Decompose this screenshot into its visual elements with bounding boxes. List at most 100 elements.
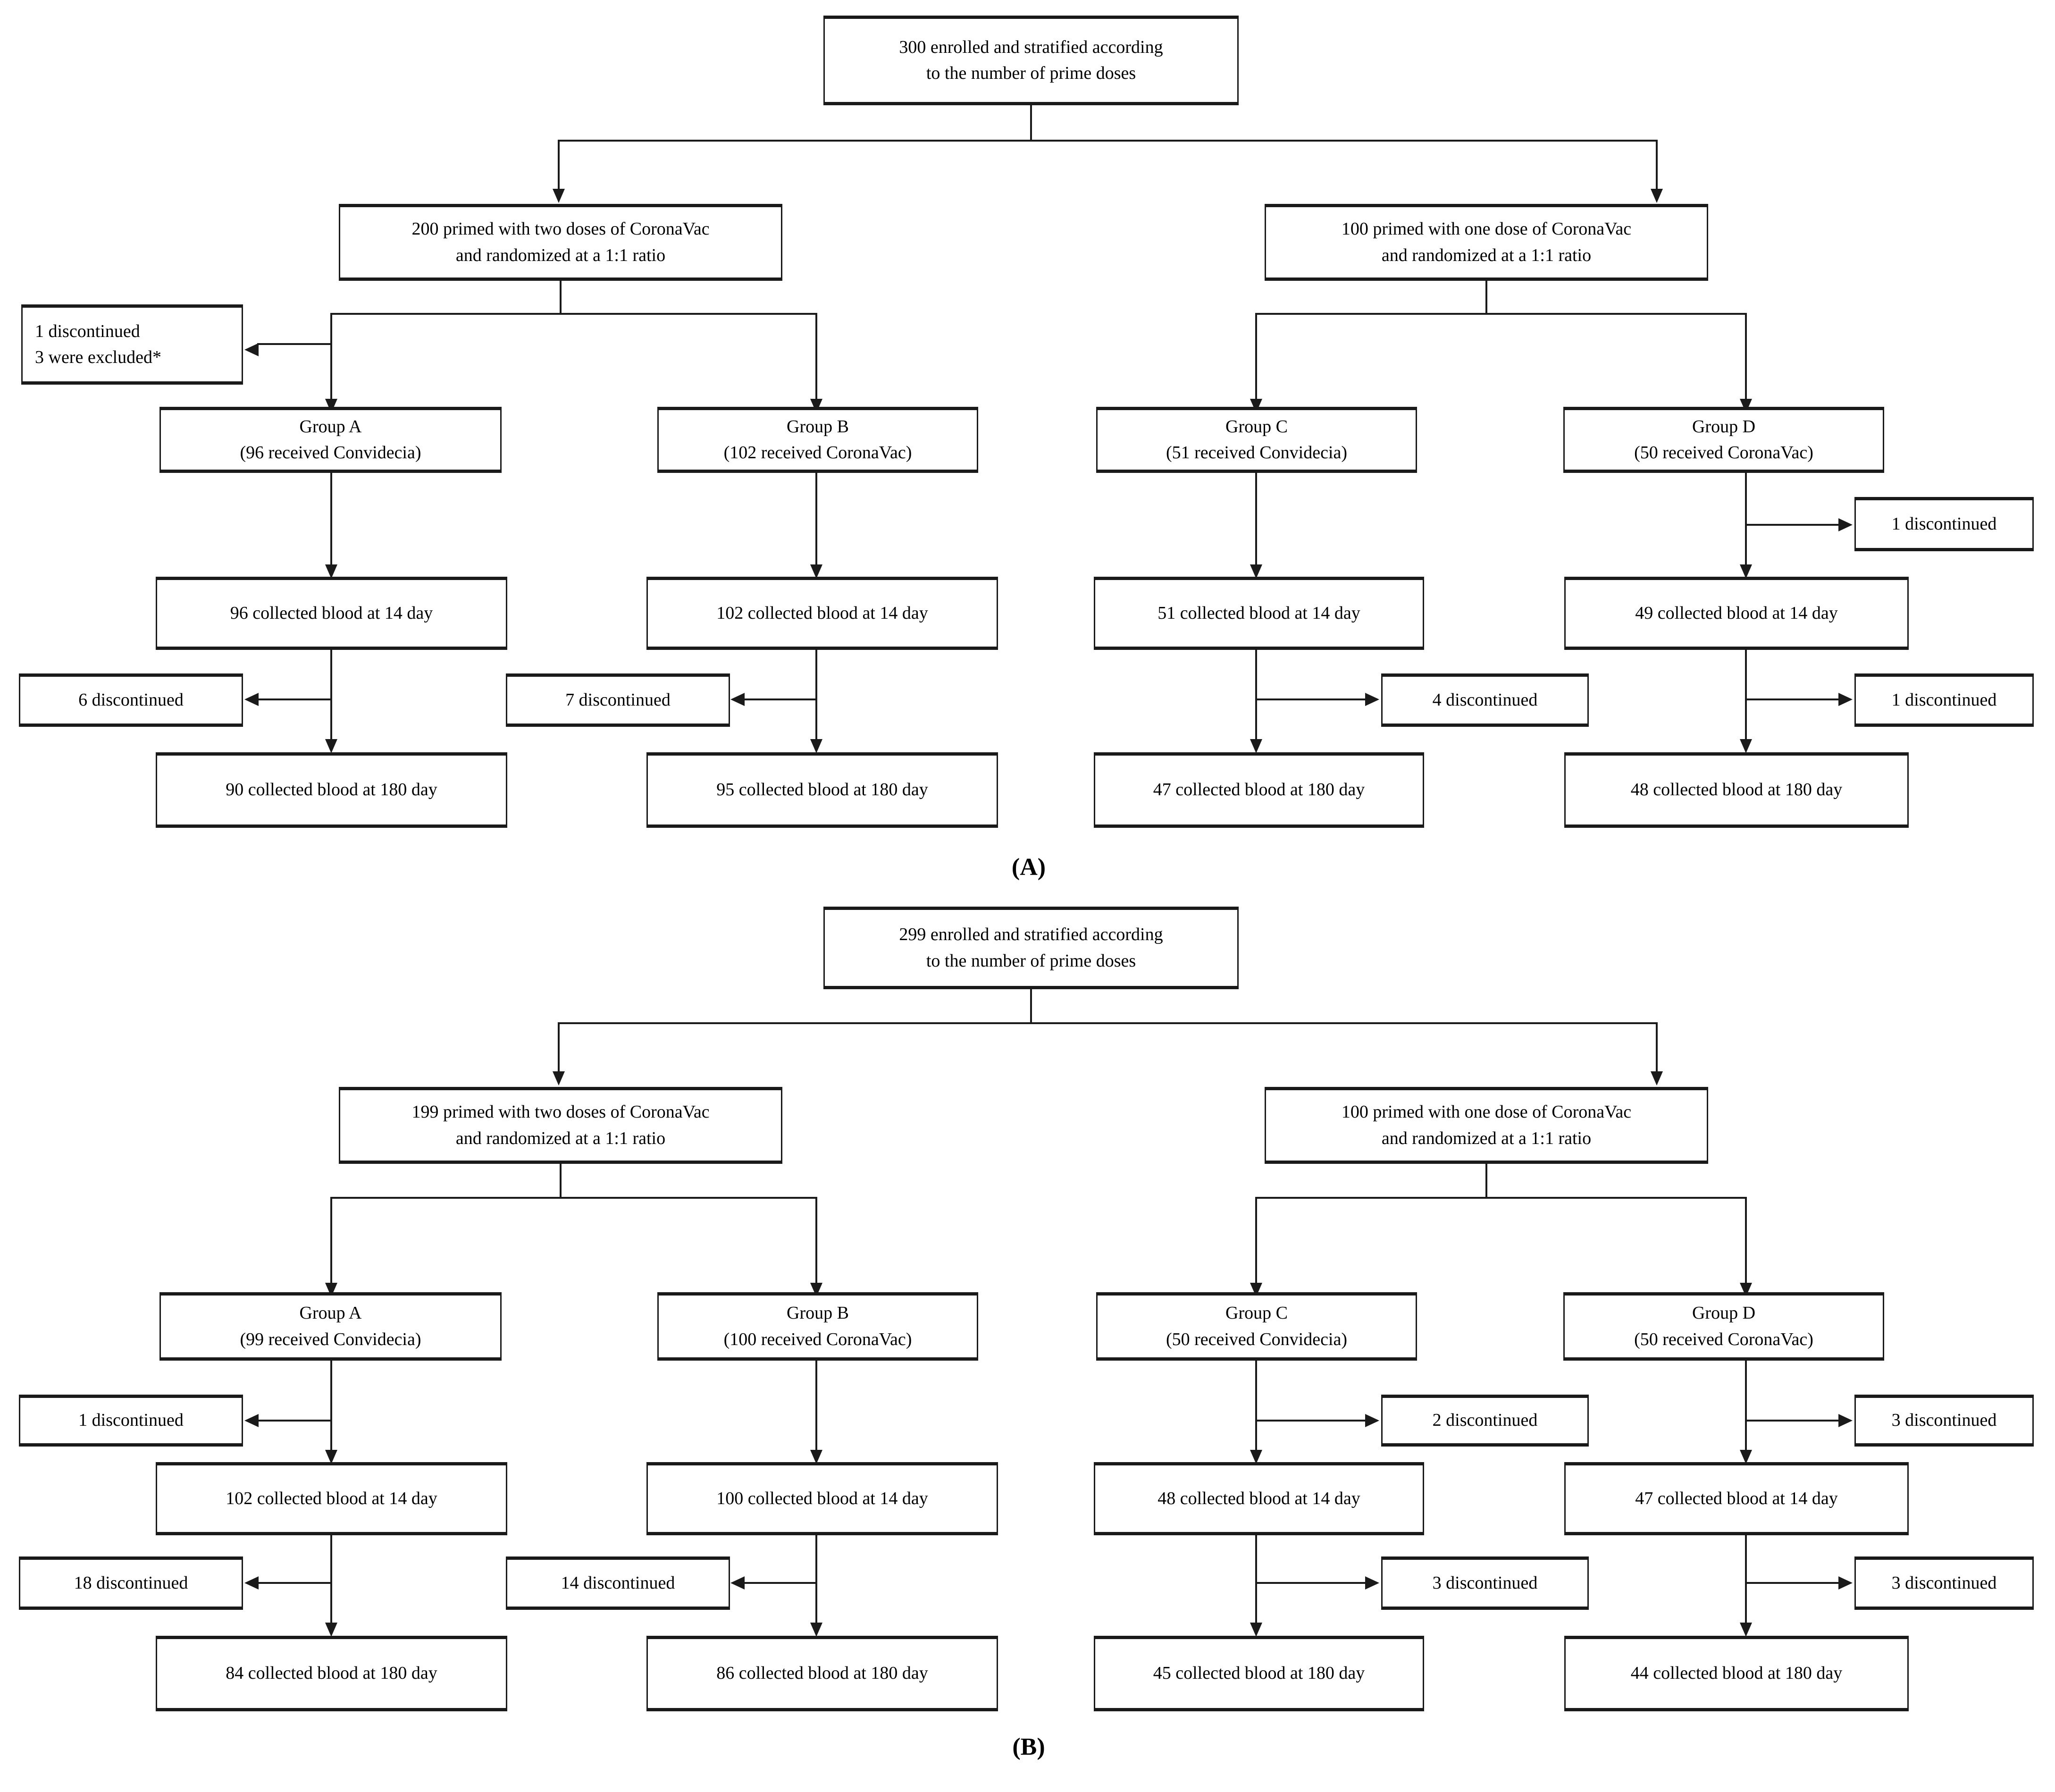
panelB-CD-split-bar [1255, 1197, 1747, 1199]
panel-a-label-text: (A) [1011, 854, 1046, 881]
panelB-group-b-box: Group B (100 received CoronaVac) [657, 1292, 978, 1361]
panelA-split-left-drop [558, 140, 560, 192]
panelA-A-drop [330, 313, 332, 403]
panelB-A-to-d14-line [330, 1361, 332, 1455]
panelA-day180-2: 47 collected blood at 180 day [1153, 780, 1365, 800]
panelB-dropout-d-box: 3 discontinued [1854, 1556, 2034, 1610]
panelB-pre14-dropout-d-box: 3 discontinued [1854, 1395, 2034, 1447]
panelB-day14-2: 48 collected blood at 14 day [1158, 1488, 1360, 1508]
panelA-groupd-dropout-text: 1 discontinued [1891, 513, 1997, 534]
panelA-d14-to-d180-B-arrow-icon [810, 739, 822, 753]
panelB-dropout-a-box: 18 discontinued [19, 1556, 243, 1610]
panelA-d14-to-d180-D-arrow-icon [1740, 739, 1752, 753]
panelB-dropC-connector [1256, 1582, 1367, 1584]
panelA-split-right-arrow-icon [1651, 189, 1663, 203]
panelB-dropout-pre14-0: 1 discontinued [78, 1410, 184, 1430]
panelA-day180-c-box: 47 collected blood at 180 day [1094, 752, 1424, 828]
panelB-B-to-d14-line [815, 1361, 817, 1455]
panelA-D-to-d14-line [1745, 473, 1747, 570]
panelB-group-d-box: Group D (50 received CoronaVac) [1563, 1292, 1884, 1361]
panelB-dropout-pre14-3: 3 discontinued [1891, 1410, 1997, 1430]
panelA-day14-d-box: 49 collected blood at 14 day [1564, 577, 1909, 650]
panelA-day180-b-box: 95 collected blood at 180 day [646, 752, 998, 828]
panel-b-label-text: (B) [1012, 1733, 1045, 1760]
panelB-d14-to-d180-D-arrow-icon [1740, 1623, 1752, 1637]
panelA-dropout14to180-0: 6 discontinued [78, 690, 184, 710]
panelB-group0-name: Group A [299, 1303, 362, 1323]
panelB-d14-to-d180-A-line [330, 1535, 332, 1627]
panelB-group1-name: Group B [787, 1303, 849, 1323]
panelB-enrolled-trunk [1030, 989, 1032, 1023]
panelA-d14-to-d180-C-arrow-icon [1250, 739, 1262, 753]
panelA-A-to-d14-line [330, 473, 332, 570]
panelA-group-b-box: Group B (102 received CoronaVac) [657, 407, 978, 473]
panelB-day180-0: 84 collected blood at 180 day [226, 1663, 437, 1683]
panelA-excluded-connector [257, 343, 332, 345]
panelB-pre14-D-arrow-icon [1838, 1414, 1853, 1427]
panelA-day14-c-box: 51 collected blood at 14 day [1094, 577, 1424, 650]
panelA-d14-to-d180-D-line [1745, 650, 1747, 744]
panelB-enrolled-line2: to the number of prime doses [926, 951, 1136, 971]
panelA-group1-detail: (102 received CoronaVac) [723, 443, 912, 463]
panelB-stratum0-line2: and randomized at a 1:1 ratio [455, 1128, 666, 1148]
panelA-group-c-box: Group C (51 received Convidecia) [1096, 407, 1417, 473]
panelB-D-to-d14-line [1745, 1361, 1747, 1455]
panelA-group0-detail: (96 received Convidecia) [240, 443, 421, 463]
panelB-day180-3: 44 collected blood at 180 day [1630, 1663, 1843, 1683]
panel-a-label: (A) [934, 853, 1123, 881]
panelB-split-bar [558, 1022, 1657, 1024]
panelA-stratum1-line1: 100 primed with one dose of CoronaVac [1341, 219, 1632, 239]
panelA-day14-b-box: 102 collected blood at 14 day [646, 577, 998, 650]
panelB-dropA-arrow-icon [244, 1576, 259, 1590]
panelB-split-left-drop [558, 1022, 560, 1074]
panelA-B-to-d14-line [815, 473, 817, 570]
panelB-D-drop [1745, 1197, 1747, 1289]
panelA-group3-detail: (50 received CoronaVac) [1634, 443, 1813, 463]
panelB-A-drop [330, 1197, 332, 1289]
panelB-B-drop [815, 1197, 817, 1289]
panelB-left-stratum-trunk [560, 1164, 562, 1198]
panelA-day180-a-box: 90 collected blood at 180 day [156, 752, 507, 828]
panel-b-label: (B) [934, 1733, 1123, 1761]
panelB-group-a-box: Group A (99 received Convidecia) [159, 1292, 502, 1361]
panelA-dropB-arrow-icon [730, 693, 745, 706]
panelA-group-a-box: Group A (96 received Convidecia) [159, 407, 502, 473]
panelA-stratum0-line1: 200 primed with two doses of CoronaVac [411, 219, 710, 239]
panelB-split-right-drop [1656, 1022, 1658, 1074]
panelB-dropD-arrow-icon [1838, 1576, 1853, 1590]
panelB-D-to-d14-arrow-icon [1740, 1450, 1752, 1464]
panelA-d14-to-d180-A-line [330, 650, 332, 744]
panelA-groupd-dropout-box: 1 discontinued [1854, 497, 2034, 551]
panelA-day14-a-box: 96 collected blood at 14 day [156, 577, 507, 650]
panelA-enrolled-box: 300 enrolled and stratified according to… [823, 16, 1239, 105]
panelB-day14-0: 102 collected blood at 14 day [226, 1488, 437, 1508]
panelA-dropout-a-box: 6 discontinued [19, 673, 243, 727]
panelA-dropA-arrow-icon [244, 693, 259, 706]
panelB-right-stratum-trunk [1485, 1164, 1487, 1198]
panelA-left-stratum-trunk [560, 281, 562, 314]
panelB-d14-to-d180-D-line [1745, 1535, 1747, 1627]
panelA-right-stratum-trunk [1485, 281, 1487, 314]
panelA-day180-1: 95 collected blood at 180 day [716, 780, 928, 800]
panelA-dropA-connector [257, 698, 332, 700]
panelB-day14-c-box: 48 collected blood at 14 day [1094, 1462, 1424, 1535]
panelB-stratum1-line2: and randomized at a 1:1 ratio [1381, 1128, 1592, 1148]
panelA-day14-0: 96 collected blood at 14 day [230, 603, 433, 623]
panelB-day180-b-box: 86 collected blood at 180 day [646, 1636, 998, 1711]
panelB-d14-to-d180-C-line [1255, 1535, 1257, 1627]
panelA-dropB-connector [743, 698, 816, 700]
panelA-dropC-arrow-icon [1365, 693, 1379, 706]
panelA-split-bar [558, 140, 1657, 142]
panelB-pre14-A-connector [257, 1420, 332, 1422]
panelB-group0-detail: (99 received Convidecia) [240, 1329, 421, 1349]
panelB-C-to-d14-arrow-icon [1250, 1450, 1262, 1464]
panelB-dropD-connector [1746, 1582, 1840, 1584]
panelB-stratum-one-dose-box: 100 primed with one dose of CoronaVac an… [1265, 1087, 1708, 1164]
panelA-enrolled-line1: 300 enrolled and stratified according [899, 37, 1163, 57]
panelB-d14-to-d180-B-line [815, 1535, 817, 1627]
panelA-A-to-d14-arrow-icon [325, 564, 337, 579]
panelB-d14-to-d180-B-arrow-icon [810, 1623, 822, 1637]
panelB-group3-detail: (50 received CoronaVac) [1634, 1329, 1813, 1349]
panelA-excluded-line2: 3 were excluded* [35, 347, 161, 367]
